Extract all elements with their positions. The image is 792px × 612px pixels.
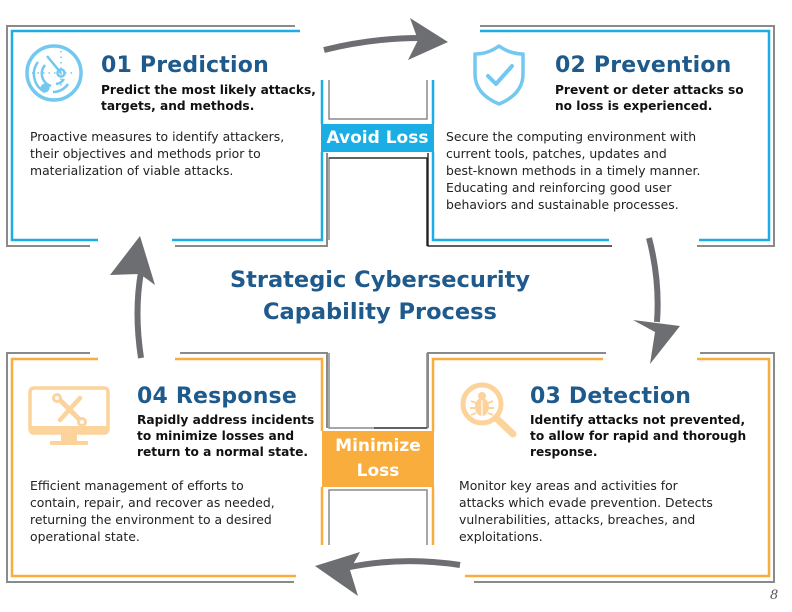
detection-subtitle-line: to allow for rapid and thorough: [530, 429, 747, 443]
prediction-description-line: materialization of viable attacks.: [30, 163, 234, 178]
avoid-loss-label: Avoid Loss: [321, 124, 434, 152]
minimize-loss-line: Loss: [356, 461, 400, 481]
detection-description-line: attacks which evade prevention. Detects: [459, 495, 713, 510]
prediction-description: Proactive measures to identify attackers…: [30, 128, 284, 179]
detection-description-line: Monitor key areas and activities for: [459, 478, 678, 493]
diagram-title: Strategic Cybersecurity Capability Proce…: [160, 264, 600, 328]
arrow-detection-to-response: [315, 552, 461, 596]
bug-magnifier-icon: [460, 382, 517, 438]
response-subtitle-line: to minimize losses and: [137, 429, 295, 443]
detection-subtitle-line: response.: [530, 445, 598, 459]
shield-check-icon: [473, 44, 525, 106]
response-subtitle: Rapidly address incidents to minimize lo…: [137, 412, 314, 460]
prediction-description-line: Proactive measures to identify attackers…: [30, 129, 285, 144]
prevention-subtitle-line: Prevent or deter attacks so: [555, 83, 744, 97]
detection-subtitle: Identify attacks not prevented, to allow…: [530, 412, 746, 460]
response-description-line: returning the environment to a desired: [30, 512, 272, 527]
response-subtitle-line: Rapidly address incidents: [137, 413, 315, 427]
prediction-subtitle-line: Predict the most likely attacks,: [101, 83, 316, 97]
response-description-line: contain, repair, and recover as needed,: [30, 495, 275, 510]
radar-icon: [25, 44, 83, 102]
detection-subtitle-line: Identify attacks not prevented,: [530, 413, 746, 427]
prevention-description: Secure the computing environment with cu…: [446, 128, 700, 213]
arrow-prediction-to-prevention: [323, 18, 448, 60]
diagram-title-line: Capability Process: [263, 299, 497, 325]
diagram-title-line: Strategic Cybersecurity: [229, 267, 531, 293]
detection-description-line: exploitations.: [459, 529, 543, 544]
prediction-box-border: [6, 25, 328, 247]
prediction-subtitle: Predict the most likely attacks, targets…: [101, 82, 316, 114]
prevention-box-border: [328, 25, 775, 247]
prevention-description-line: current tools, patches, updates and: [446, 146, 667, 161]
response-box-border: [6, 352, 328, 583]
detection-title: 03 Detection: [530, 384, 692, 409]
prediction-description-line: their objectives and methods prior to: [30, 146, 261, 161]
signature-mark: 8: [770, 588, 779, 603]
prediction-title: 01 Prediction: [101, 53, 269, 78]
response-description: Efficient management of efforts to conta…: [30, 477, 275, 545]
prevention-description-line: behaviors and sustainable processes.: [446, 197, 679, 212]
prevention-description-line: Educating and reinforcing good user: [446, 180, 672, 195]
prediction-subtitle-line: targets, and methods.: [101, 99, 255, 113]
monitor-tools-icon: [28, 386, 110, 445]
prevention-description-line: Secure the computing environment with: [446, 129, 697, 144]
arrow-response-to-prediction: [110, 236, 155, 359]
response-title: 04 Response: [137, 384, 297, 409]
arrow-prevention-to-detection: [633, 237, 680, 364]
minimize-loss-label: Minimize Loss: [322, 431, 434, 487]
minimize-loss-line: Minimize: [335, 436, 421, 456]
prevention-description-line: best-known methods in a timely manner.: [446, 163, 701, 178]
prevention-subtitle: Prevent or deter attacks so no loss is e…: [555, 82, 744, 114]
response-description-line: Efficient management of efforts to: [30, 478, 244, 493]
response-description-line: operational state.: [30, 529, 140, 544]
prevention-subtitle-line: no loss is experienced.: [555, 99, 713, 113]
detection-box-border: [328, 352, 775, 583]
detection-description: Monitor key areas and activities for att…: [459, 477, 713, 545]
response-subtitle-line: return to a normal state.: [137, 445, 309, 459]
prevention-title: 02 Prevention: [555, 53, 732, 78]
detection-description-line: vulnerabilities, attacks, breaches, and: [459, 512, 696, 527]
